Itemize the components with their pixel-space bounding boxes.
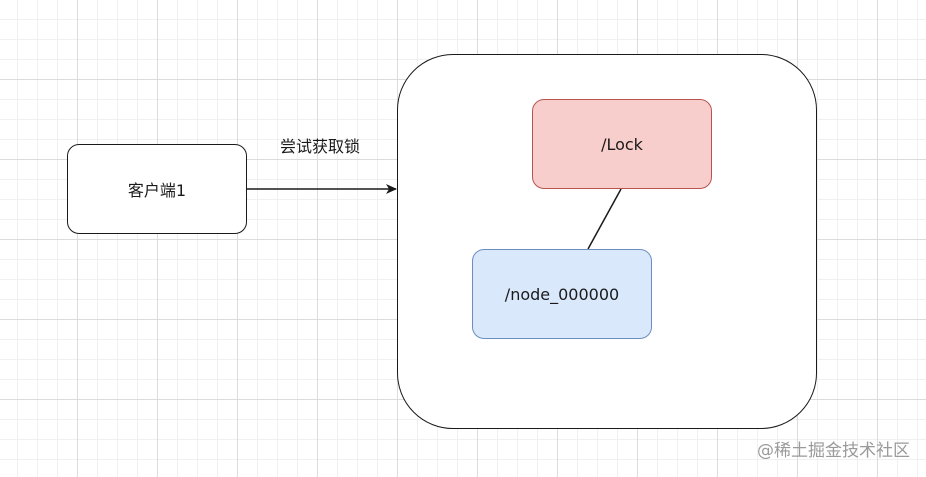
lock-node[interactable]: /Lock (532, 99, 712, 189)
lock-to-node-connector[interactable] (587, 188, 622, 250)
sequential-node-label: /node_000000 (504, 284, 620, 304)
watermark: @稀土掘金技术社区 (757, 441, 910, 461)
sequential-node[interactable]: /node_000000 (472, 249, 652, 339)
lock-node-label: /Lock (601, 134, 643, 154)
request-arrow-label: 尝试获取锁 (280, 137, 361, 156)
client-label: 客户端1 (127, 181, 187, 200)
client-box[interactable]: 客户端1 (67, 144, 247, 234)
